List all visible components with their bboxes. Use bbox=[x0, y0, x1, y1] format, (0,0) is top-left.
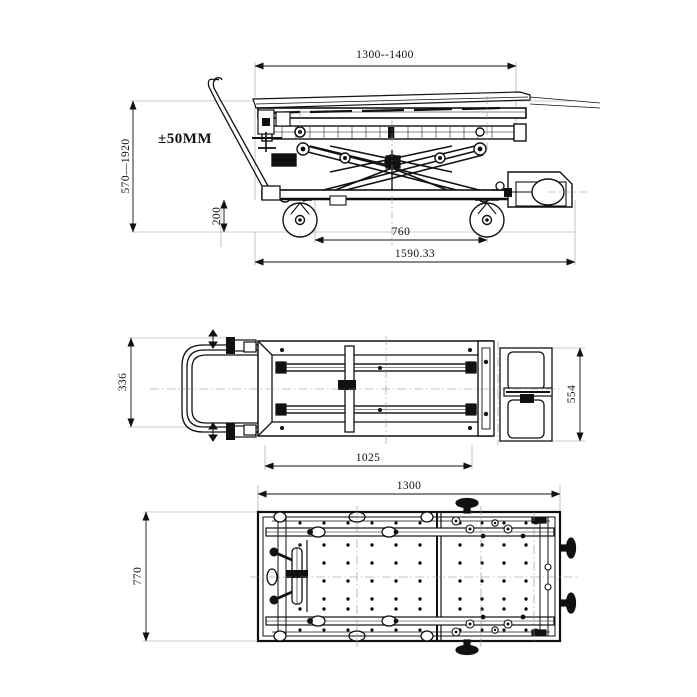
dim-tolerance-label: ±50MM bbox=[158, 131, 212, 147]
chassis-front bbox=[257, 340, 493, 437]
dim-top-plan-length: 1300 bbox=[257, 480, 561, 498]
dim-inner-length: 1025 bbox=[264, 452, 473, 470]
dim-body-width: 554 bbox=[566, 347, 584, 442]
view-side-elevation: 1300--1400 570—1920 ±50MM 200 760 1590.3… bbox=[120, 49, 601, 266]
knob-right-upper bbox=[559, 537, 577, 559]
knob-top-edge bbox=[455, 497, 479, 514]
front-joint-blocks bbox=[275, 361, 477, 416]
handle-mounts-front bbox=[226, 337, 257, 440]
dim-inner-length-label: 1025 bbox=[356, 452, 381, 464]
side-centerlines bbox=[299, 96, 590, 245]
rear-post-front bbox=[477, 340, 495, 437]
push-handle-side bbox=[207, 77, 269, 187]
handle-bracket-side bbox=[252, 109, 291, 152]
top-witness-lines bbox=[143, 485, 561, 642]
knob-right-lower bbox=[559, 592, 577, 614]
pump-pack-front bbox=[499, 347, 553, 442]
platform-rails bbox=[265, 520, 555, 633]
dim-handle-height: 336 bbox=[117, 337, 135, 428]
dim-top-plan-width-label: 770 bbox=[132, 567, 144, 585]
dim-height-range: 570—1920 bbox=[120, 100, 137, 233]
right-panel-bolts bbox=[480, 533, 526, 620]
actuator-cylinder-side bbox=[261, 123, 527, 142]
wheel-rear-side bbox=[469, 199, 505, 238]
dim-overall-length-label: 1590.33 bbox=[395, 248, 435, 260]
wheel-front-side bbox=[282, 199, 318, 238]
dim-wheelbase-label: 760 bbox=[392, 226, 410, 238]
dim-ground-clearance-label: 200 bbox=[211, 207, 223, 225]
dim-top-length-label: 1300--1400 bbox=[356, 49, 414, 61]
pump-housing-side bbox=[504, 171, 573, 208]
top-plan-geometry bbox=[250, 497, 580, 656]
dim-wheelbase: 760 bbox=[314, 226, 488, 244]
side-machine-geometry bbox=[207, 77, 601, 245]
front-machine-geometry bbox=[150, 336, 560, 445]
cross-member-block bbox=[338, 380, 356, 390]
dim-overall-length: 1590.33 bbox=[254, 248, 576, 266]
dim-top-plan-width: 770 bbox=[132, 511, 150, 642]
knob-bottom-edge bbox=[455, 639, 479, 656]
dim-top-plan-length-label: 1300 bbox=[397, 480, 422, 492]
pedal-mechanism-top bbox=[269, 540, 308, 612]
scissor-slider-block bbox=[271, 153, 297, 167]
base-chassis-side bbox=[261, 185, 515, 206]
dim-ground-clearance: 200 bbox=[211, 199, 228, 233]
top-plan-centerlines bbox=[250, 506, 580, 648]
right-panel-clamps bbox=[531, 517, 547, 636]
dim-handle-height-label: 336 bbox=[117, 373, 129, 391]
platform-roller-pins bbox=[307, 529, 399, 624]
front-centerlines bbox=[150, 336, 560, 445]
front-corner-fasteners bbox=[280, 348, 472, 430]
dim-body-width-label: 554 bbox=[566, 385, 578, 403]
platform-perforations-right bbox=[458, 521, 528, 632]
view-front-elevation: 336 554 1025 bbox=[117, 329, 585, 470]
side-knobs-top bbox=[455, 497, 577, 656]
dim-top-length: 1300--1400 bbox=[254, 49, 517, 70]
platform-rollers bbox=[266, 511, 434, 642]
view-top-plan: 1300 770 bbox=[132, 480, 580, 656]
dim-height-range-label: 570—1920 bbox=[120, 139, 132, 194]
